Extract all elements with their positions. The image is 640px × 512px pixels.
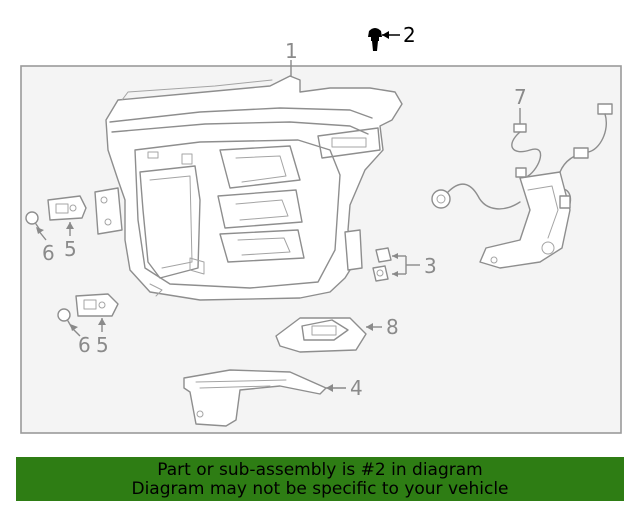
callout-5-lower: 5 [96,333,109,357]
part-5-clip-upper[interactable]: 5 [47,195,87,261]
part-5-clip-lower[interactable]: 5 [75,293,119,357]
callout-1: 1 [285,39,298,63]
banner-line-2: Diagram may not be specific to your vehi… [131,479,509,499]
parts-diagram: 2 1 7 [20,23,622,434]
part-1-headlamp[interactable]: 1 [94,39,403,301]
part-3-sockets[interactable]: 3 [372,247,437,282]
part-7-wiring-harness[interactable]: 7 [431,85,613,269]
callout-3: 3 [424,254,437,278]
callout-6-lower: 6 [78,333,91,357]
part-2-screw[interactable]: 2 [368,23,416,51]
callout-6-upper: 6 [42,241,55,265]
info-banner: Part or sub-assembly is #2 in diagram Di… [16,457,624,501]
callout-2: 2 [403,23,416,47]
part-6-pin-lower[interactable]: 6 [57,308,91,357]
callout-5-upper: 5 [64,237,77,261]
callout-4: 4 [350,376,363,400]
banner-line-1: Part or sub-assembly is #2 in diagram [157,460,483,480]
part-8-module[interactable]: 8 [275,315,399,353]
part-6-pin-upper[interactable]: 6 [25,211,55,265]
callout-8: 8 [386,315,399,339]
callout-7: 7 [514,85,527,109]
part-4-bracket[interactable]: 4 [183,369,363,427]
